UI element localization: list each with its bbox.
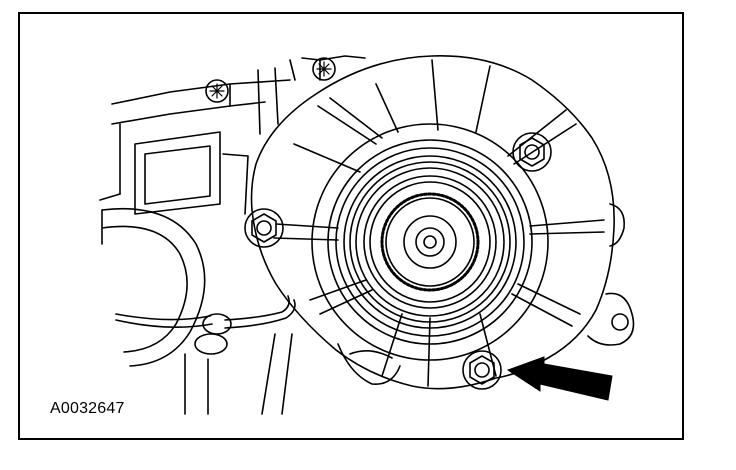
hex-bolt-lower-indicated: [462, 350, 502, 390]
pulley-rings: [311, 123, 549, 361]
figure-frame: A0032647: [18, 12, 684, 440]
hex-bolt-left: [244, 208, 284, 248]
lower-housing: [184, 333, 401, 415]
wire-harness: [115, 295, 296, 355]
hex-bolt-upper-right: [512, 132, 552, 172]
splined-hub: [380, 192, 480, 292]
upper-bolt-left: [205, 79, 229, 103]
component-illustration: [99, 55, 635, 415]
housing-outer: [250, 55, 635, 390]
indicator-arrow: [506, 356, 613, 401]
upper-bolt-right: [312, 57, 336, 81]
figure-id-label: A0032647: [50, 400, 125, 417]
left-pulley-arc: [101, 207, 206, 367]
